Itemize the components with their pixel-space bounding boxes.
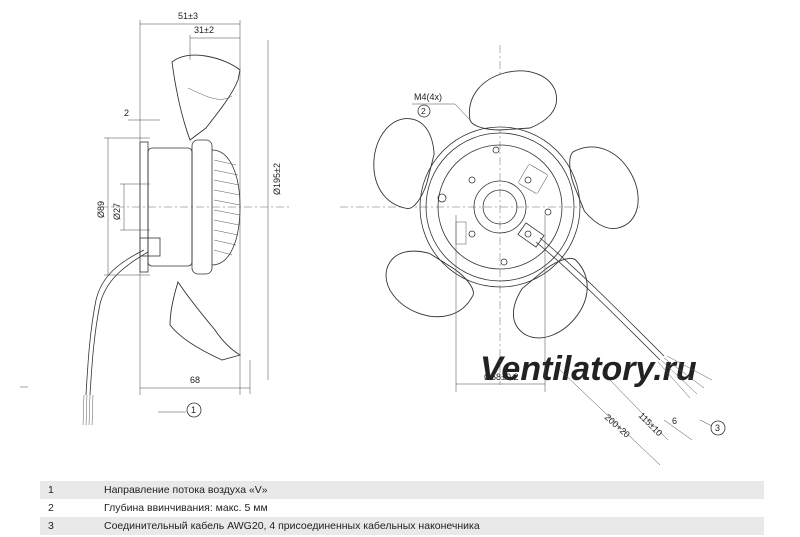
hub-ring-2 [425,132,575,282]
side-view: 51±3 31±2 2 Ø195±2 Ø89 Ø27 68 1 [20,11,290,426]
fan-blades [373,70,639,339]
legend-num: 3 [40,517,96,535]
dim-6-line [663,419,693,441]
legend-row: 1 Направление потока воздуха «V» [40,481,764,499]
dim-89-label: Ø89 [96,201,106,218]
shaft-bore [482,189,518,225]
legend-row: 2 Глубина ввинчивания: макс. 5 мм [40,499,764,517]
dim-31-label: 31±2 [194,25,214,35]
watermark: Ventilatory.ru [480,350,697,388]
legend-text: Направление потока воздуха «V» [96,481,764,499]
bearing-hub [473,180,527,234]
dim-2-label: 2 [124,108,129,118]
dim-200-label: 200+20 [603,412,632,440]
dim-115-line [609,379,669,441]
legend-num: 2 [48,502,54,514]
legend-num: 1 [40,481,96,499]
callout-1-label: 1 [191,405,196,415]
front-cable-wires [657,355,713,399]
dim-51-label: 51±3 [178,11,198,21]
side-cable-outer [89,251,149,396]
callout-1-circle [186,402,202,418]
callout-3-label: 3 [715,423,720,433]
callout-2-label: 2 [421,106,426,116]
mounting-holes [437,146,552,266]
cable-gland [139,237,161,257]
blade-5 [373,118,435,210]
side-cable [85,249,145,396]
motor-flange [437,144,563,270]
blade-2 [569,146,639,229]
dim-195-label: Ø195±2 [272,163,282,195]
side-blade-top-line [187,87,233,100]
callout-2-circle [417,104,431,118]
rotor-fins-outline [211,149,241,266]
screw-hole-left [437,193,447,203]
blade-4 [385,250,474,317]
rating-label [518,164,548,194]
legend-row: 3 Соединительный кабель AWG20, 4 присоед… [40,517,764,535]
dim-115-label: 115±10 [637,410,665,438]
fan-technical-drawing: Ventilatory.ru [20,11,726,466]
blade-1 [469,70,557,131]
dim-58-label: Ø58±0.2 [484,372,518,382]
dim-68-label: 68 [190,375,200,385]
legend-text: Соединительный кабель AWG20, 4 присоедин… [96,517,764,535]
legend-text: Глубина ввинчивания: макс. 5 мм [104,502,268,514]
rotor-fins [213,159,241,256]
callout-3-circle [710,420,726,436]
dim-200-line [559,369,661,466]
legend-table: 1 Направление потока воздуха «V» 2 Глуби… [40,481,764,535]
front-cable-gland [517,222,545,248]
m4-label: M4(4x) [414,92,442,102]
front-cable [535,241,661,361]
side-blade-bottom [169,280,242,361]
front-view: M4(4x) 2 Ø58±0.2 200+20 115±10 6 3 [340,45,726,466]
dim-6-label: 6 [672,416,677,426]
blade-3 [513,258,588,339]
dim-27-label: Ø27 [112,203,122,220]
front-cable-outer [539,237,665,357]
rotor-hub [191,139,213,275]
cable-wires [82,394,94,426]
terminal-block [455,221,467,245]
side-blade-top [171,54,241,141]
hub-outer-ring [419,126,581,288]
